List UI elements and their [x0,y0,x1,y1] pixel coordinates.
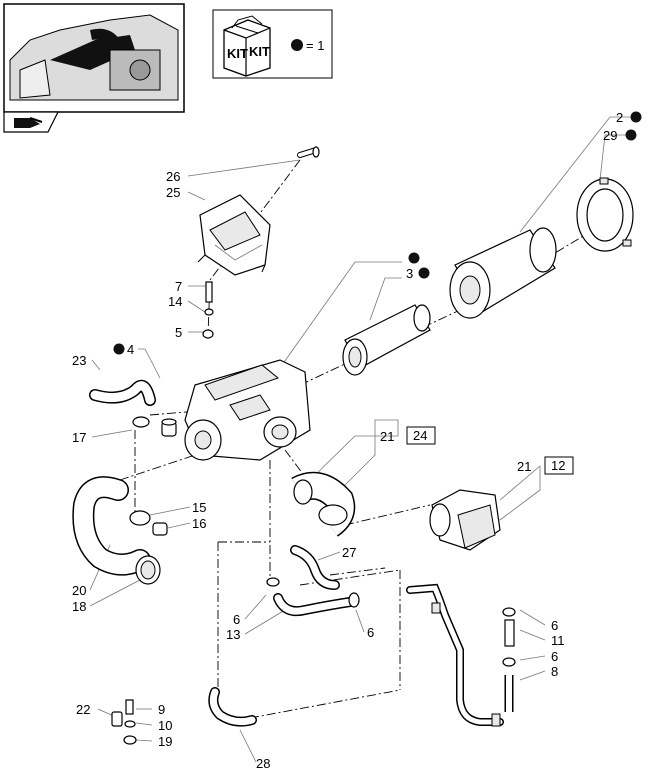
kit-legend: KIT KIT = 1 [212,9,333,79]
label-28: 28 [256,756,270,771]
washer-10 [124,720,136,728]
leader-lines [89,116,630,763]
kit-box-icon: KIT KIT [223,15,271,77]
engine-thumbnail [3,3,185,113]
kit-equals-text: = 1 [306,38,324,53]
hose-20 [72,476,151,576]
hose-13 [273,593,355,617]
clamp-15 [129,510,151,526]
label-19: 19 [158,734,172,749]
kit-text-left: KIT [227,46,248,61]
label-9: 9 [158,702,165,717]
label-6-b: 6 [367,625,374,640]
label-25: 25 [166,185,180,200]
label-18: 18 [72,599,86,614]
label-17: 17 [72,430,86,445]
kit-text-right: KIT [249,44,270,59]
reference-box-24[interactable] [406,426,436,445]
label-23: 23 [72,353,86,368]
label-29: 29 [603,128,617,143]
clamp-6b [348,592,360,608]
intake-21b [429,489,501,551]
label-6-a: 6 [233,612,240,627]
hose-11 [504,619,515,647]
screw-9 [125,699,134,715]
label-8: 8 [551,664,558,679]
hose-27 [290,545,340,590]
cover-29 [576,177,634,252]
label-22: 22 [76,702,90,717]
label-10: 10 [158,718,172,733]
label-7: 7 [175,279,182,294]
label-6-d: 6 [551,649,558,664]
nut-19 [123,735,137,745]
bolt-26 [297,146,320,158]
label-27: 27 [342,545,356,560]
nav-pointer[interactable] [3,111,59,133]
label-2: 2 [616,110,623,125]
label-3: 3 [406,266,413,281]
outer-filter-element-2 [449,227,557,319]
label-26: 26 [166,169,180,184]
stud-7 [205,281,213,303]
filled-circle-icon [291,39,303,51]
plug-22 [111,711,123,727]
elbow-hose-21a [291,471,356,537]
label-14: 14 [168,294,182,309]
kit-bullet-icon [625,129,637,141]
kit-bullet-icon [630,111,642,123]
hand-pointer-icon [14,117,43,128]
nut-5 [202,329,214,339]
label-6-c: 6 [551,618,558,633]
hose-23 [89,379,156,406]
label-21-b: 21 [517,459,531,474]
bracket-25 [197,194,271,276]
label-4: 4 [127,342,134,357]
label-12: 12 [551,458,565,473]
label-13: 13 [226,627,240,642]
kit-bullet-icon [113,343,125,355]
reference-box-12[interactable] [544,456,574,475]
label-15: 15 [192,500,206,515]
pipe-assembly [406,583,504,727]
label-16: 16 [192,516,206,531]
label-20: 20 [72,583,86,598]
clamp-6d [502,657,516,667]
clamp-17 [132,416,150,428]
kit-bullet-icon [418,267,430,279]
label-24: 24 [413,428,427,443]
air-filter-housing [184,359,311,461]
clamp-6a [266,577,280,587]
label-21-a: 21 [380,429,394,444]
plug-16 [152,522,168,536]
label-11: 11 [551,633,565,648]
clamp-6c [502,607,516,617]
hose-28 [208,687,257,727]
label-5: 5 [175,325,182,340]
kit-bullet-icon [408,252,420,264]
valve-4 [161,418,177,437]
inner-filter-element-3 [342,304,431,376]
washer-14 [204,308,214,316]
